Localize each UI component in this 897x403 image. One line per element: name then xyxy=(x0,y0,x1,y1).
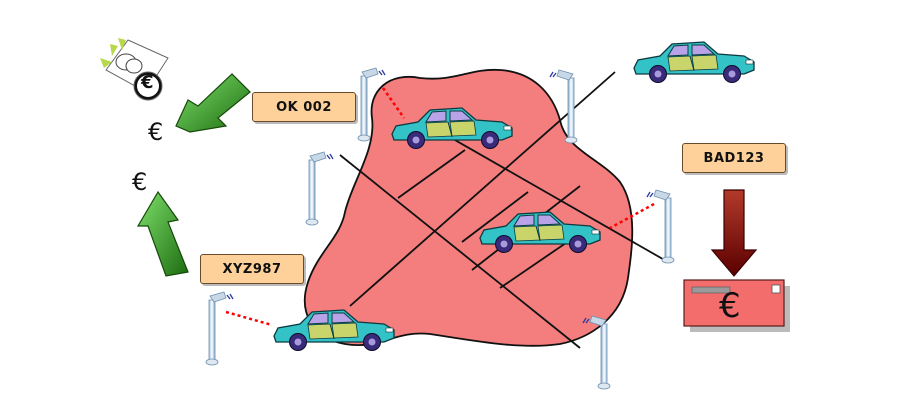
coin-euro-symbol: € xyxy=(141,72,154,93)
charging-zone xyxy=(303,68,634,347)
plate-xyz987: XYZ987 xyxy=(200,254,304,284)
money-icon xyxy=(100,38,169,101)
sensor-pole-icon xyxy=(205,291,234,366)
plate-ok-002: OK 002 xyxy=(252,92,356,122)
plate-bad123: BAD123 xyxy=(682,143,786,173)
arrow-icon xyxy=(136,190,189,277)
arrow-icon xyxy=(175,73,251,133)
sensor-beams xyxy=(225,87,655,327)
car-icon xyxy=(633,41,755,84)
euro-symbol-top: € xyxy=(148,118,164,146)
euro-symbol-left: € xyxy=(132,168,148,196)
fine-card-euro: € xyxy=(719,286,741,326)
fine-card-icon xyxy=(683,279,790,332)
arrow-icon xyxy=(710,189,758,277)
sensor-pole-icon xyxy=(305,151,334,226)
